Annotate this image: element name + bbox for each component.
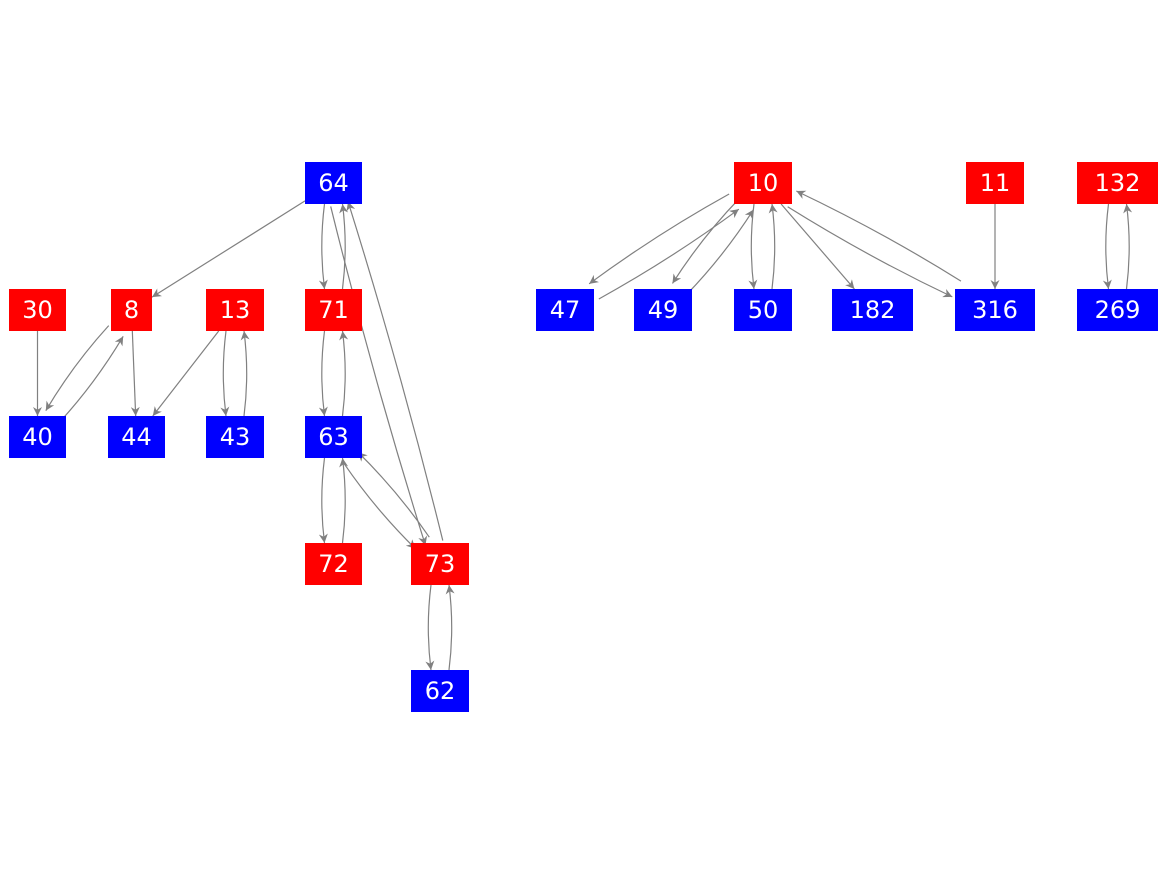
node-label: 62 — [425, 677, 456, 705]
edge-10-to-47 — [588, 193, 730, 285]
edge-43-to-13 — [240, 330, 250, 417]
node-box — [1077, 289, 1158, 331]
node-316[interactable]: 316 — [955, 289, 1035, 331]
edge-10-to-49 — [671, 198, 740, 284]
edge-64-to-8 — [151, 200, 306, 298]
node-box — [734, 162, 792, 204]
edge-10-to-182 — [780, 203, 855, 290]
node-label: 11 — [980, 169, 1011, 197]
node-182[interactable]: 182 — [832, 289, 913, 331]
node-label: 10 — [748, 169, 779, 197]
node-30[interactable]: 30 — [9, 289, 66, 331]
edge-73-to-62 — [425, 584, 435, 671]
edge-63-to-71 — [339, 330, 349, 417]
node-49[interactable]: 49 — [634, 289, 692, 331]
edge-269-to-132 — [1123, 203, 1133, 290]
edge-71-to-64 — [339, 203, 349, 290]
node-10[interactable]: 10 — [734, 162, 792, 204]
edge-64-to-73 — [330, 206, 428, 546]
edge-8-to-44 — [130, 330, 140, 417]
node-box — [634, 289, 692, 331]
edge-62-to-73 — [445, 584, 455, 671]
node-label: 50 — [748, 296, 779, 324]
node-label: 72 — [318, 550, 349, 578]
edge-10-to-50 — [748, 203, 758, 290]
node-64[interactable]: 64 — [305, 162, 362, 204]
edge-10-to-316 — [787, 206, 953, 298]
edge-40-to-8 — [59, 336, 124, 422]
node-box — [305, 416, 362, 458]
edge-73-to-64 — [346, 201, 444, 541]
edge-8-to-40 — [45, 325, 110, 411]
edge-63-to-73 — [343, 463, 416, 550]
node-box — [305, 543, 362, 585]
node-40[interactable]: 40 — [9, 416, 66, 458]
node-box — [206, 289, 264, 331]
edge-64-to-71 — [318, 203, 328, 290]
node-box — [832, 289, 913, 331]
node-box — [966, 162, 1024, 204]
node-label: 43 — [220, 423, 251, 451]
edges-layer — [33, 190, 1133, 671]
node-72[interactable]: 72 — [305, 543, 362, 585]
node-label: 49 — [648, 296, 679, 324]
node-label: 40 — [22, 423, 53, 451]
node-269[interactable]: 269 — [1077, 289, 1158, 331]
edge-73-to-63 — [357, 451, 430, 538]
node-label: 47 — [550, 296, 581, 324]
edge-71-to-63 — [318, 330, 328, 417]
node-label: 30 — [22, 296, 53, 324]
edge-63-to-72 — [318, 457, 328, 544]
node-box — [9, 289, 66, 331]
edge-13-to-44 — [152, 330, 220, 417]
node-box — [955, 289, 1035, 331]
edge-47-to-10 — [598, 208, 740, 300]
node-62[interactable]: 62 — [411, 670, 469, 712]
node-71[interactable]: 71 — [305, 289, 362, 331]
node-box — [108, 416, 165, 458]
node-47[interactable]: 47 — [536, 289, 594, 331]
node-63[interactable]: 63 — [305, 416, 362, 458]
node-box — [9, 416, 66, 458]
node-label: 13 — [220, 296, 251, 324]
node-44[interactable]: 44 — [108, 416, 165, 458]
node-box — [305, 289, 362, 331]
node-box — [536, 289, 594, 331]
node-label: 269 — [1095, 296, 1141, 324]
node-box — [734, 289, 792, 331]
node-label: 71 — [318, 296, 349, 324]
edge-13-to-43 — [220, 330, 230, 417]
node-label: 8 — [124, 296, 139, 324]
node-8[interactable]: 8 — [111, 289, 152, 331]
edge-132-to-269 — [1102, 203, 1112, 290]
node-box — [411, 543, 469, 585]
node-label: 316 — [972, 296, 1018, 324]
node-label: 44 — [121, 423, 152, 451]
node-box — [111, 289, 152, 331]
node-label: 132 — [1095, 169, 1141, 197]
node-13[interactable]: 13 — [206, 289, 264, 331]
edge-50-to-10 — [768, 203, 778, 290]
nodes-layer: 64 30 8 13 71 40 44 43 63 72 73 62 10 11 132 47 49 50 182 3… — [9, 162, 1158, 712]
node-label: 63 — [318, 423, 349, 451]
node-132[interactable]: 132 — [1077, 162, 1158, 204]
node-label: 64 — [318, 169, 349, 197]
node-label: 182 — [850, 296, 896, 324]
node-box — [411, 670, 469, 712]
edge-49-to-10 — [686, 209, 755, 295]
node-box — [1077, 162, 1158, 204]
node-43[interactable]: 43 — [206, 416, 264, 458]
node-box — [206, 416, 264, 458]
node-73[interactable]: 73 — [411, 543, 469, 585]
node-label: 73 — [425, 550, 456, 578]
node-box — [305, 162, 362, 204]
edge-316-to-10 — [796, 190, 962, 282]
node-50[interactable]: 50 — [734, 289, 792, 331]
node-11[interactable]: 11 — [966, 162, 1024, 204]
edge-72-to-63 — [339, 457, 349, 544]
